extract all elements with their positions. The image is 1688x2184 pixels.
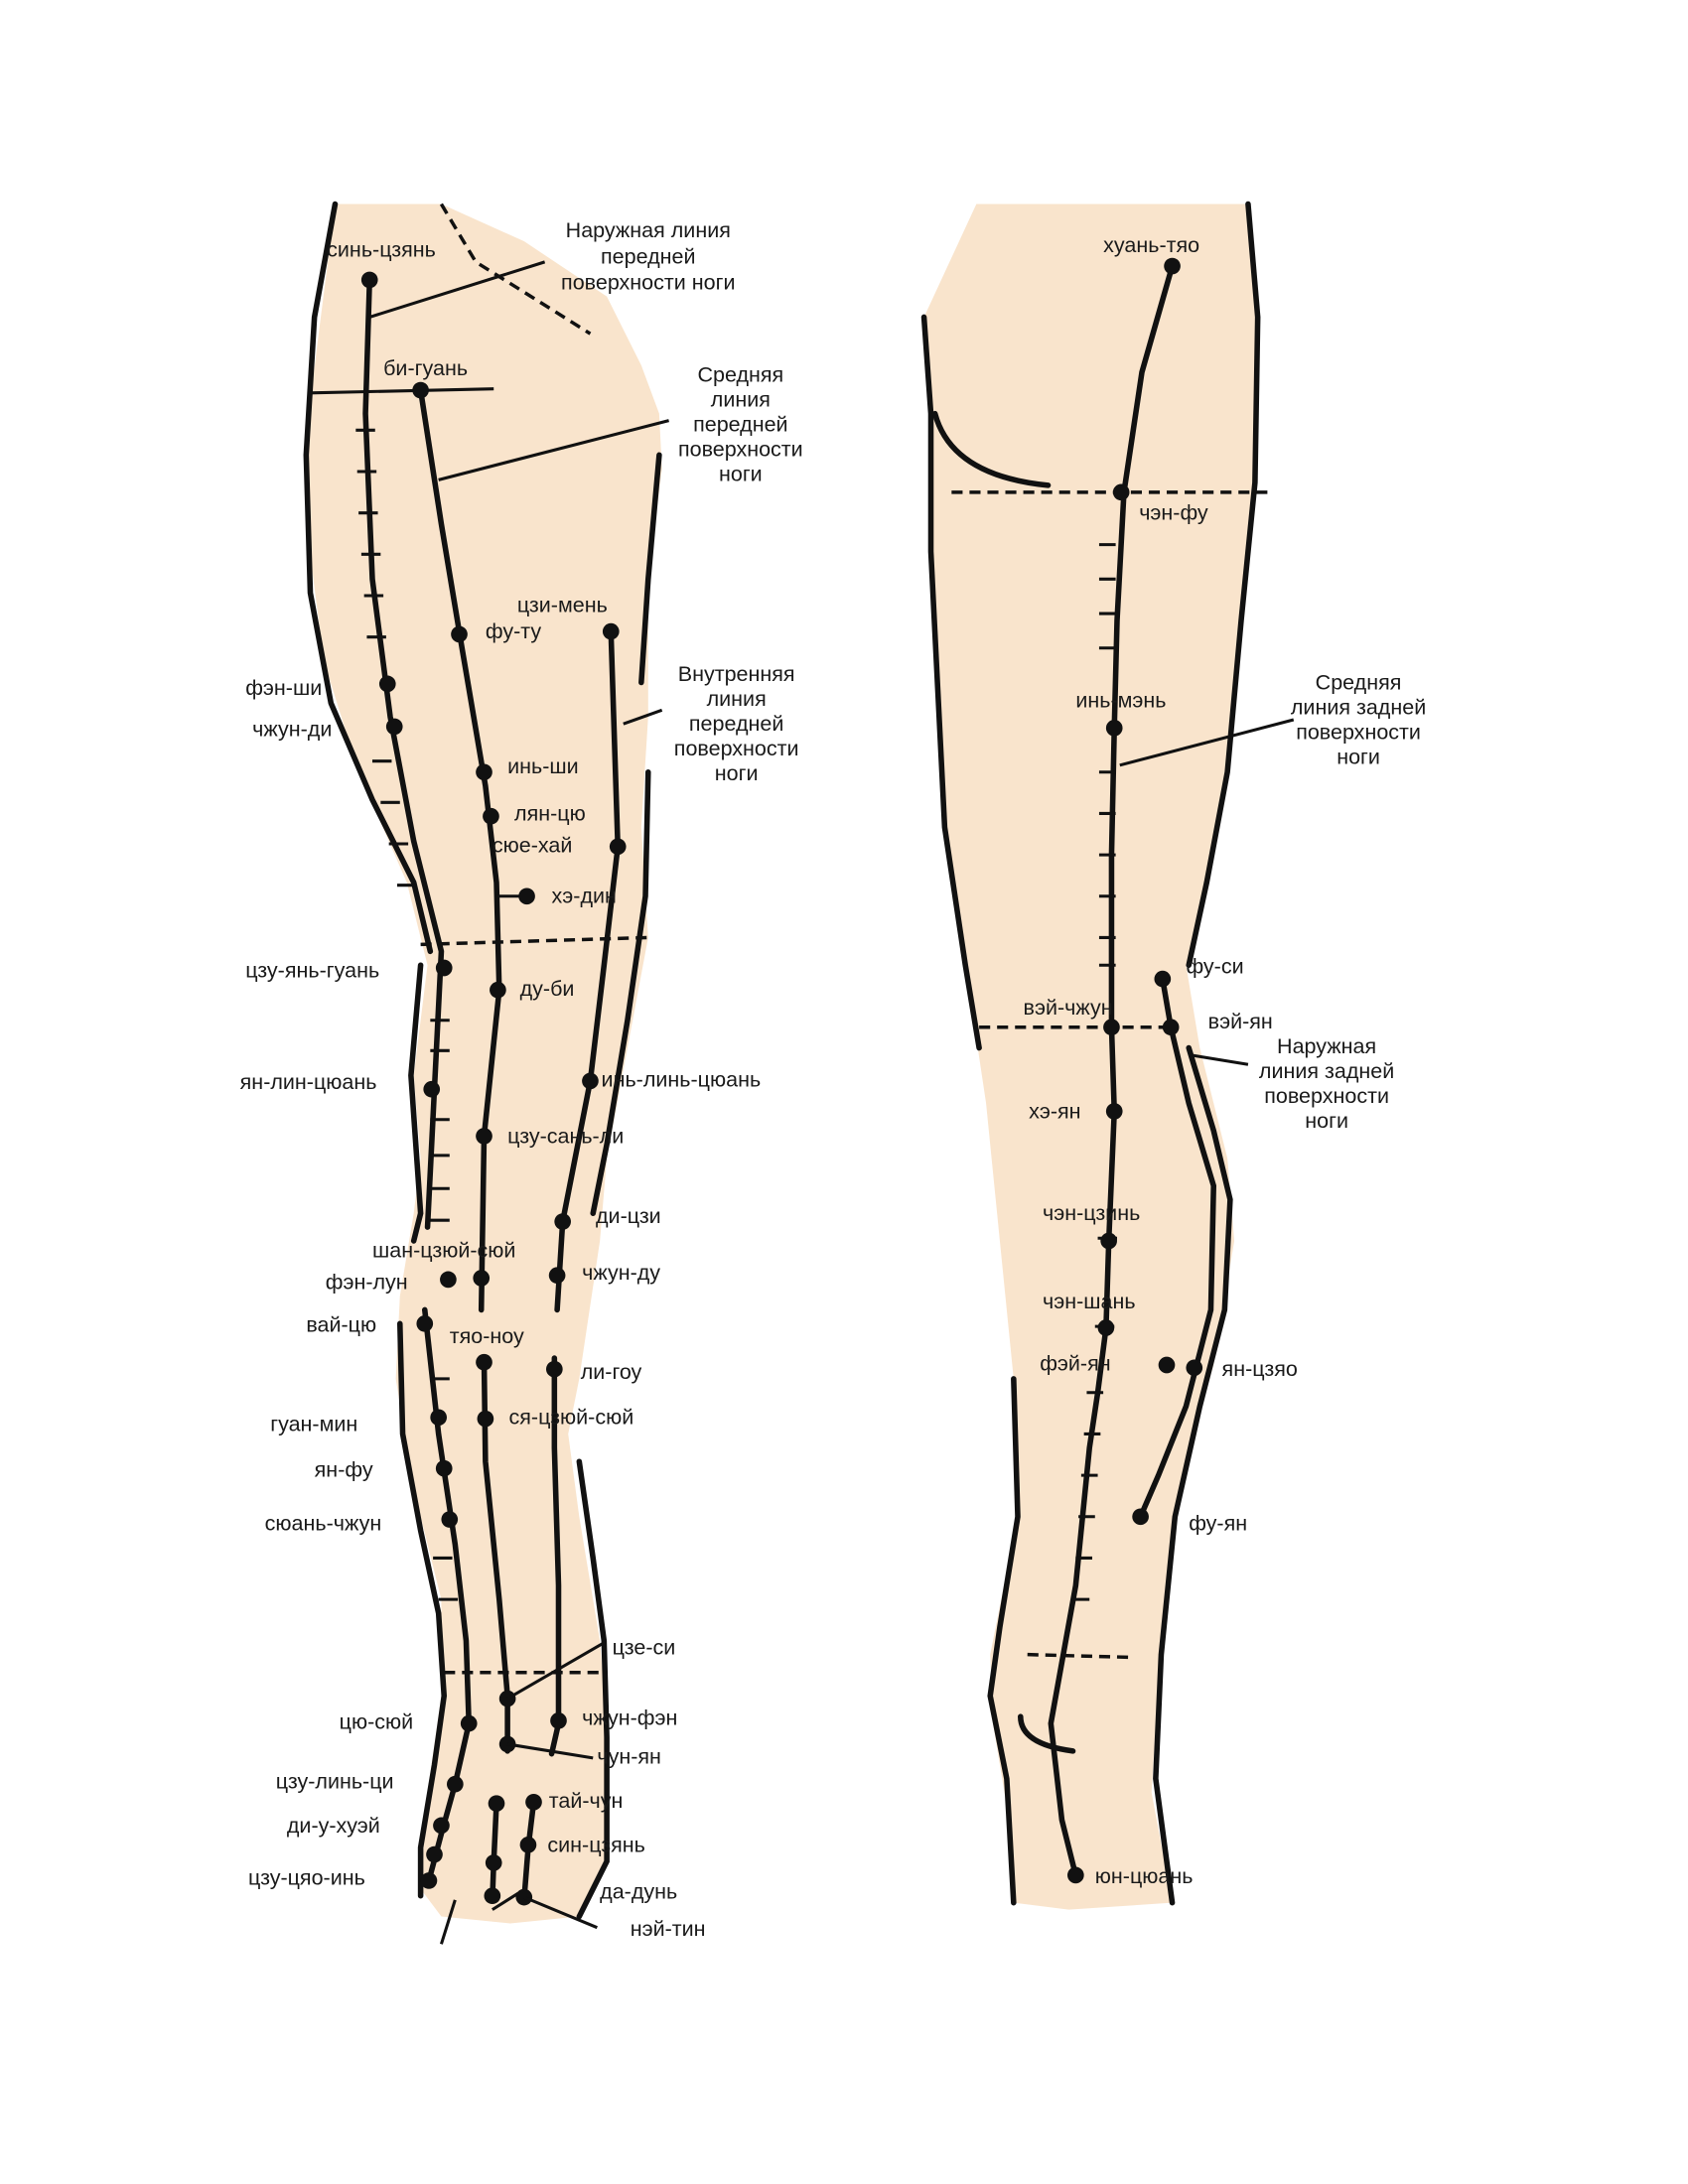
acupoint-label: сюе-хай (492, 833, 573, 857)
annotation-text: поверхности (1264, 1084, 1389, 1108)
acupoint-label: лян-цю (514, 801, 586, 825)
acupoint-label: синь-цзянь (327, 237, 436, 261)
acupoint-label: хэ-дин (552, 885, 617, 908)
back-annotation-outer: Наружная линия задней поверхности ноги (1259, 1034, 1394, 1133)
annotation-text: линия задней (1259, 1059, 1394, 1083)
annotation-text: Внутренняя (678, 662, 795, 686)
acupoint-label: фэн-лун (326, 1271, 408, 1295)
acupoint-label: цзу-цяо-инь (248, 1866, 365, 1890)
acupoint-label: чэн-цзинь (1043, 1201, 1140, 1225)
acupoint-label: хуань-тяо (1103, 233, 1199, 257)
acupoint-label: фу-ту (486, 619, 541, 643)
acupoint-label: вай-цю (306, 1313, 376, 1337)
acupoint-label: инь-ши (507, 754, 579, 778)
back-acupoints (1067, 257, 1203, 1884)
acupoint-label: инь-мэнь (1075, 689, 1166, 713)
acupoint-label: ян-фу (315, 1458, 373, 1482)
acupoint-label: ди-цзи (596, 1204, 661, 1228)
annotation-text: поверхности (1296, 720, 1421, 744)
annotation-text: передней (601, 244, 696, 268)
acupoint-label: вэй-чжун (1024, 996, 1113, 1020)
back-point-labels: хуань-тяо чэн-фу инь-мэнь фу-си вэй-чжун… (1024, 233, 1298, 1888)
acupoint-label: хэ-ян (1029, 1099, 1080, 1123)
acupoint-label: чжун-ду (582, 1261, 660, 1285)
acupoint-label: инь-линь-цюань (602, 1067, 762, 1091)
acupoint-label: цю-сюй (340, 1710, 414, 1734)
acupoint-label: гуан-мин (270, 1413, 357, 1436)
annotation-text: Средняя (697, 363, 783, 387)
front-point-labels: синь-цзянь би-гуань цзи-мень фу-ту фэн-ш… (240, 237, 762, 1941)
annotation-text: ноги (719, 463, 763, 486)
acupoint-label: цзу-янь-гуань (245, 959, 379, 983)
acupoint-label: би-гуань (383, 356, 468, 380)
acupoint-label: вэй-ян (1208, 1010, 1273, 1033)
acupoint-label: ян-лин-цюань (240, 1070, 377, 1094)
acupoint-label: чэн-фу (1139, 501, 1208, 525)
front-acupoints (360, 271, 627, 1906)
acupoint-label: ян-цзяо (1222, 1357, 1298, 1381)
acupoint-label: ду-би (520, 977, 575, 1001)
acupoint-label: чжун-ди (252, 718, 332, 742)
annotation-text: передней (693, 413, 788, 437)
acupoint-label: цзи-мень (517, 594, 608, 617)
annotation-text: линия (711, 388, 771, 412)
front-annotation-middle: Средняя линия передней поверхности ноги (678, 363, 803, 486)
acupoint-label: фу-ян (1189, 1512, 1247, 1536)
front-annotation-inner: Внутренняя линия передней поверхности но… (674, 662, 799, 785)
acupoint-label: сюань-чжун (265, 1512, 382, 1536)
acupoint-label: фэн-ши (245, 676, 322, 700)
acupoint-label: юн-цюань (1095, 1864, 1194, 1888)
acupoint-label: чэн-шань (1043, 1290, 1136, 1313)
annotation-text: Наружная (1277, 1034, 1376, 1058)
annotation-text: поверхности (674, 737, 799, 760)
back-leg-figure: Средняя линия задней поверхности ноги На… (920, 201, 1426, 1910)
acupoint-label: ся-цзюй-сюй (509, 1406, 634, 1430)
acupoint-label: ли-гоу (581, 1360, 642, 1384)
back-annotation-middle: Средняя линия задней поверхности ноги (1291, 670, 1426, 768)
annotation-text: линия задней (1291, 695, 1426, 719)
acupoint-label: фу-си (1186, 955, 1243, 979)
annotation-text: поверхности ноги (561, 271, 735, 295)
annotation-text: ноги (715, 761, 759, 785)
annotation-text: передней (689, 712, 784, 736)
acupoint-label: чжун-фэн (582, 1706, 677, 1729)
acupoint-label: шан-цзюй-сюй (372, 1239, 515, 1263)
acupoint-label: цзу-сань-ли (507, 1124, 624, 1148)
acupoint-label: чун-ян (597, 1744, 661, 1768)
annotation-text: линия (707, 687, 767, 711)
annotation-text: ноги (1305, 1109, 1348, 1133)
front-leg-figure: Наружная линия передней поверхности ноги… (240, 201, 803, 1945)
acupoint-label: ди-у-хуэй (287, 1814, 380, 1838)
acupoint-label: фэй-ян (1040, 1352, 1110, 1376)
front-annotation-outer: Наружная линия передней поверхности ноги (561, 218, 735, 295)
acupoint-label: нэй-тин (631, 1917, 706, 1941)
tick-marks (355, 428, 459, 1601)
acupoint-label: цзу-линь-ци (276, 1769, 394, 1793)
annotation-text: поверхности (678, 438, 803, 462)
acupoint-label: тяо-ноу (450, 1324, 524, 1348)
annotation-text: Средняя (1316, 670, 1402, 694)
acupoint-label: цзе-си (613, 1636, 676, 1660)
acupoint-label: син-цзянь (547, 1833, 645, 1856)
annotation-text: Наружная линия (566, 218, 731, 242)
annotation-text: ноги (1336, 745, 1380, 768)
acupoint-label: да-дунь (600, 1879, 677, 1903)
acupoint-label: тай-чун (549, 1789, 624, 1813)
